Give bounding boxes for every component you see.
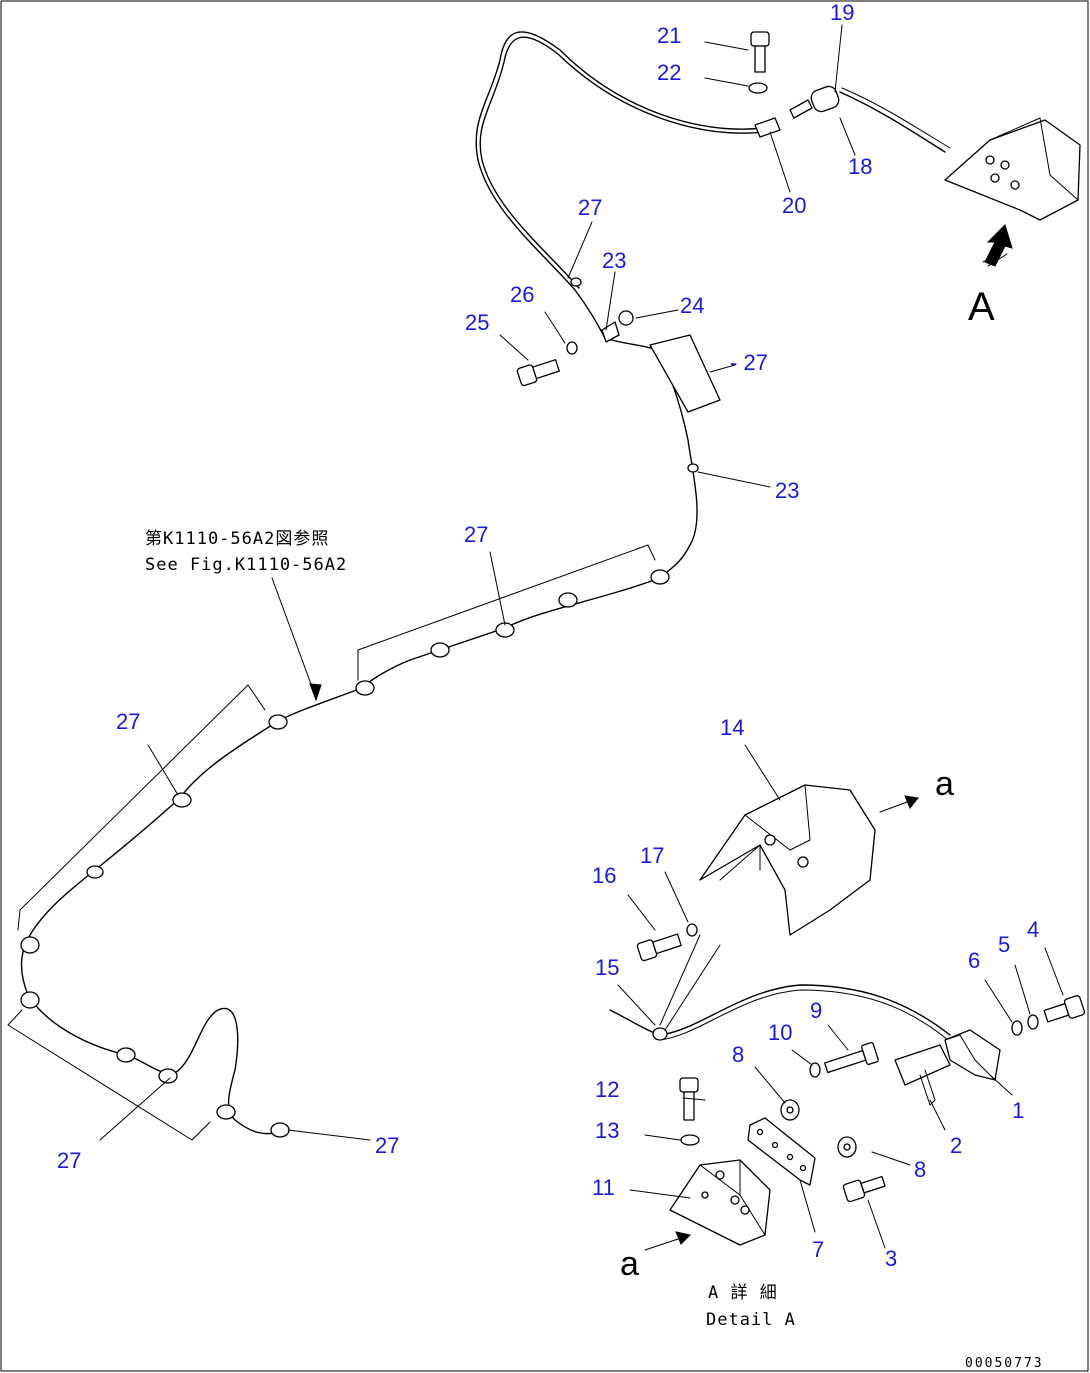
callout-9: 9 bbox=[810, 998, 822, 1023]
washer-6 bbox=[1011, 1020, 1023, 1036]
cover-14 bbox=[699, 784, 876, 936]
callout-11: 11 bbox=[592, 1175, 615, 1200]
callout-17: 17 bbox=[640, 843, 664, 868]
callout-2: 2 bbox=[950, 1133, 962, 1158]
view-arrow bbox=[984, 224, 1013, 267]
callout-3: 3 bbox=[885, 1246, 897, 1271]
callout-4: 4 bbox=[1027, 917, 1039, 942]
callout-numbers: 19 21 22 18 20 27 23 24 26 25 - 27 23 27… bbox=[57, 0, 1039, 1271]
reference-note-en: See Fig.K1110-56A2 bbox=[145, 555, 347, 575]
washer-5 bbox=[1027, 1014, 1039, 1030]
callout-8: 8 bbox=[914, 1157, 926, 1182]
callout-12: 12 bbox=[595, 1077, 619, 1102]
bolt-4 bbox=[1043, 995, 1086, 1023]
callout-23: 23 bbox=[602, 248, 626, 273]
washer-13 bbox=[680, 1134, 700, 1146]
detail-title-en: Detail A bbox=[706, 1310, 796, 1330]
callout-24: 24 bbox=[680, 293, 704, 318]
nut-8b bbox=[837, 1136, 857, 1158]
callout-20: 20 bbox=[782, 193, 806, 218]
callout-13: 13 bbox=[595, 1118, 619, 1143]
callout-15: 15 bbox=[595, 955, 619, 980]
callout-5: 5 bbox=[998, 932, 1010, 957]
callout-1: 1 bbox=[1012, 1098, 1024, 1123]
bolt-25 bbox=[516, 359, 560, 387]
top-right-assembly bbox=[748, 31, 1081, 267]
view-arrow-label: A bbox=[968, 285, 995, 329]
nut-24 bbox=[618, 310, 634, 326]
nut-8a bbox=[780, 1099, 800, 1121]
callout-27: 27 bbox=[57, 1148, 81, 1173]
bolt-12 bbox=[679, 1077, 699, 1121]
detail-marker-bottom: a bbox=[620, 1245, 639, 1283]
callout-7: 7 bbox=[812, 1237, 824, 1262]
lever-bracket-top bbox=[944, 117, 1081, 221]
callout-25: 25 bbox=[465, 310, 489, 335]
callout-23: 23 bbox=[775, 478, 799, 503]
bolt-16 bbox=[636, 933, 682, 962]
detail-marker-top: a bbox=[935, 765, 954, 803]
callout-10: 10 bbox=[768, 1020, 792, 1045]
callout-19: 19 bbox=[830, 0, 854, 25]
detail-a bbox=[609, 784, 1086, 1251]
bolt-3 bbox=[842, 1175, 886, 1203]
cable-clamp bbox=[20, 277, 699, 1138]
callout-27: 27 bbox=[578, 195, 602, 220]
callout-21: 21 bbox=[657, 23, 681, 48]
clip-20 bbox=[754, 117, 781, 138]
plate-7 bbox=[747, 1117, 816, 1186]
mount-hardware bbox=[516, 310, 634, 387]
bolt-9 bbox=[824, 1042, 879, 1074]
washer-17 bbox=[686, 923, 698, 937]
callout-8: 8 bbox=[732, 1042, 744, 1067]
cable-15 bbox=[609, 984, 951, 1036]
clip-23 bbox=[601, 321, 620, 343]
bracket-11 bbox=[669, 1159, 771, 1246]
drawing-code: 00050773 bbox=[965, 1356, 1044, 1371]
bolt-21 bbox=[750, 31, 770, 73]
main-cable bbox=[7, 31, 766, 1141]
callout-27: 27 bbox=[464, 522, 488, 547]
callout-27: - 27 bbox=[730, 350, 768, 375]
lever-bracket-1 bbox=[894, 1029, 1001, 1106]
washer-26 bbox=[566, 341, 578, 355]
connector-19 bbox=[810, 85, 840, 113]
callout-22: 22 bbox=[657, 60, 681, 85]
callout-18: 18 bbox=[848, 154, 872, 179]
callout-16: 16 bbox=[592, 863, 616, 888]
callout-6: 6 bbox=[968, 948, 980, 973]
detail-title-jp: A 詳 細 bbox=[708, 1283, 778, 1303]
callout-14: 14 bbox=[720, 715, 744, 740]
callout-26: 26 bbox=[510, 282, 534, 307]
cable-end-18 bbox=[789, 99, 813, 119]
callout-27: 27 bbox=[116, 709, 140, 734]
leader-lines bbox=[99, 24, 1064, 1249]
washer-22 bbox=[748, 82, 768, 94]
reference-note-jp: 第K1110-56A2図参照 bbox=[145, 529, 329, 549]
callout-27: 27 bbox=[375, 1133, 399, 1158]
washer-10 bbox=[809, 1062, 821, 1078]
